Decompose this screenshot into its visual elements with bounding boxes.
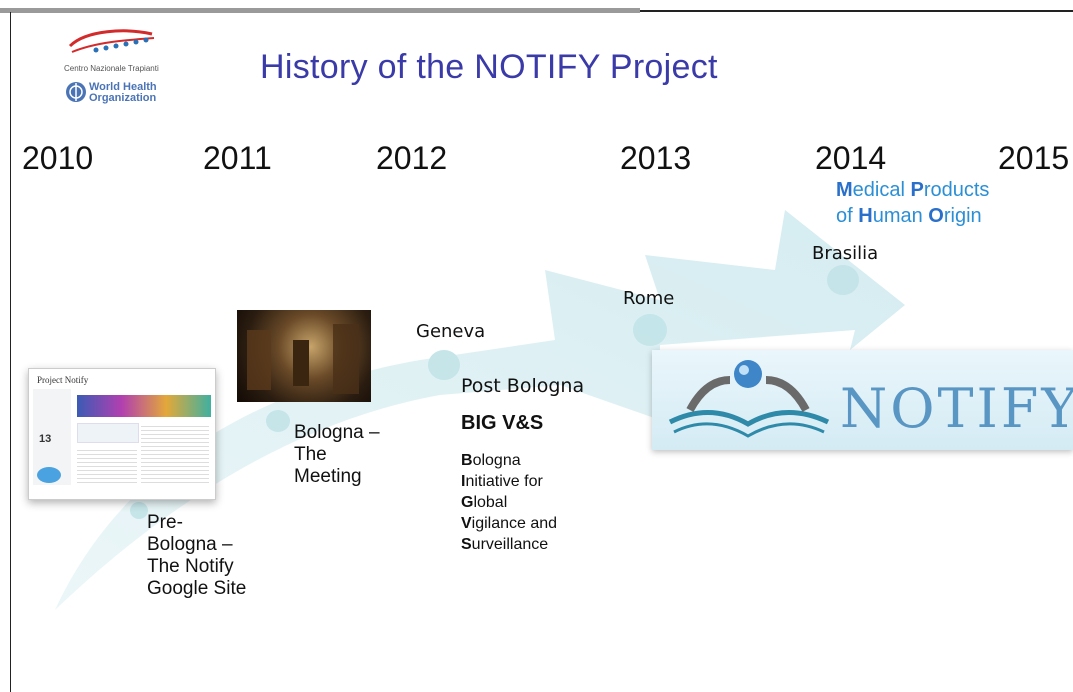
top-rule <box>0 8 640 13</box>
cnt-logo-icon <box>68 29 155 53</box>
year-label: 2014 <box>815 140 887 176</box>
milestone-bologna: Bologna – The Meeting <box>294 422 380 487</box>
place-rome: Rome <box>623 288 675 309</box>
page-title: History of the NOTIFY Project <box>260 48 718 86</box>
site-title: Project Notify <box>37 375 89 385</box>
notify-book-icon <box>668 360 830 438</box>
place-brasilia: Brasilia <box>812 243 879 264</box>
milestone-post-bologna: Post Bologna <box>461 375 585 397</box>
bologna-photo <box>237 310 371 402</box>
left-frame-line <box>10 12 11 692</box>
year-label: 2011 <box>203 140 272 176</box>
place-geneva: Geneva <box>416 321 486 342</box>
who-emblem-icon <box>66 82 86 102</box>
year-label: 2010 <box>22 140 94 176</box>
timeline-node <box>266 410 290 432</box>
timeline-node <box>428 350 460 380</box>
big-vs-heading: BIG V&S <box>461 412 544 434</box>
cnt-logo-text: Centro Nazionale Trapianti <box>64 64 159 73</box>
mpho-line-2: of Human Origin <box>836 205 982 227</box>
year-label: 2015 <box>998 140 1070 176</box>
notify-logo-banner <box>652 350 1073 450</box>
year-label: 2013 <box>620 140 692 176</box>
top-rule-right <box>640 10 1073 12</box>
big-acronym-expansion: Bologna Initiative for Global Vigilance … <box>461 452 558 553</box>
mpho-line-1: Medical Products <box>836 179 990 201</box>
timeline-node <box>827 265 859 295</box>
who-line2: Organization <box>89 92 157 104</box>
milestone-pre-bologna: Pre- Bologna – The Notify Google Site <box>147 512 247 599</box>
notify-logo-word: NOTIFY <box>840 377 1073 440</box>
timeline-node <box>633 314 667 346</box>
google-site-screenshot: Project Notify 13 <box>28 368 216 500</box>
who-line1: World Health <box>89 81 157 93</box>
site-number: 13 <box>39 433 52 445</box>
year-label: 2012 <box>376 140 448 176</box>
who-logo-text: World Health Organization <box>89 82 157 104</box>
timeline-node <box>130 502 148 519</box>
